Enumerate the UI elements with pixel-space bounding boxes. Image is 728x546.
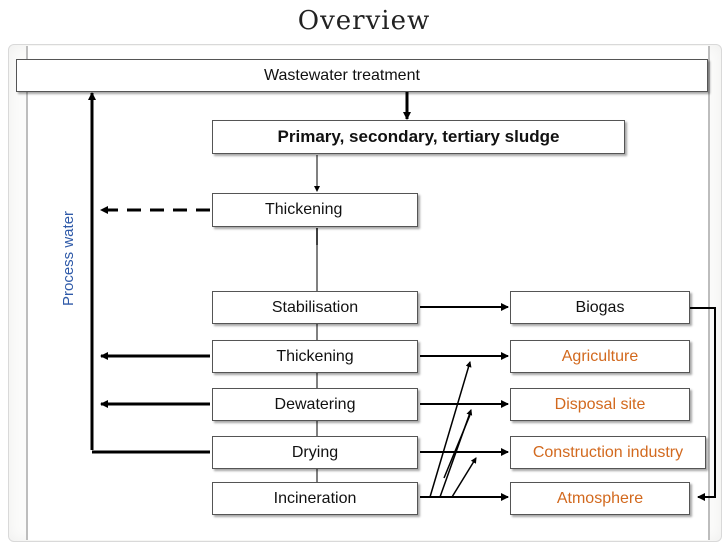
node-construction-industry-label: Construction industry: [532, 443, 684, 461]
diag-arrow-4: [451, 457, 477, 498]
node-construction-industry: Construction industry: [510, 436, 706, 469]
node-stabilisation-label: Stabilisation: [271, 298, 359, 316]
diag-arrow-3: [443, 414, 471, 479]
node-wastewater-label: Wastewater treatment: [264, 66, 420, 84]
node-sludge-label: Primary, secondary, tertiary sludge: [277, 127, 560, 146]
slide-title: Overview: [297, 6, 431, 36]
process-water-label: Process water: [60, 210, 77, 306]
node-biogas-label: Biogas: [575, 298, 625, 316]
node-dewatering-label: Dewatering: [274, 395, 356, 413]
node-atmosphere-label: Atmosphere: [556, 489, 644, 507]
node-biogas: Biogas: [510, 291, 690, 324]
diag-arrow-1: [429, 361, 472, 498]
node-agriculture-label: Agriculture: [561, 347, 639, 365]
node-agriculture: Agriculture: [510, 340, 690, 373]
node-thickening-1: Thickening: [212, 193, 418, 227]
node-sludge: Primary, secondary, tertiary sludge: [212, 120, 625, 154]
node-stabilisation: Stabilisation: [212, 291, 418, 324]
node-incineration: Incineration: [212, 482, 418, 515]
node-thickening-2: Thickening: [212, 340, 418, 373]
node-disposal-site-label: Disposal site: [554, 395, 646, 413]
node-dewatering: Dewatering: [212, 388, 418, 421]
node-wastewater-treatment: Wastewater treatment: [16, 59, 708, 92]
node-thickening-1-label: Thickening: [265, 201, 343, 218]
node-drying-label: Drying: [291, 443, 339, 461]
node-atmosphere: Atmosphere: [510, 482, 690, 515]
biogas-to-atmosphere-line: [690, 307, 716, 501]
node-disposal-site: Disposal site: [510, 388, 690, 421]
node-incineration-label: Incineration: [273, 489, 357, 507]
node-drying: Drying: [212, 436, 418, 469]
node-thickening-2-label: Thickening: [276, 347, 354, 365]
